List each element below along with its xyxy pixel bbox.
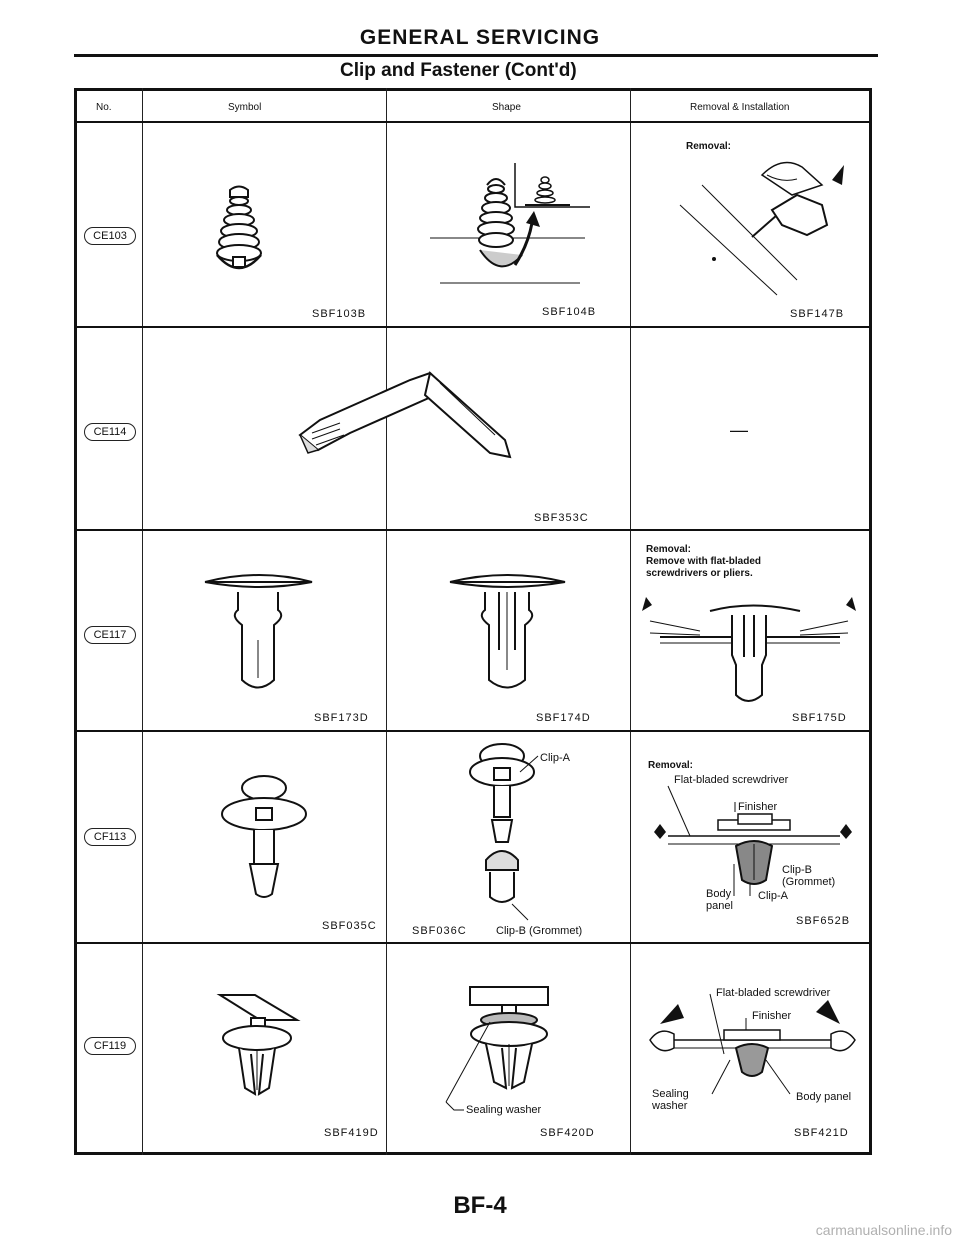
header-shape: Shape [492, 102, 521, 113]
symbol-cf119-drawing [216, 994, 301, 1096]
shape-ce117-drawing [449, 574, 566, 689]
symbol-code: SBF419D [324, 1127, 379, 1139]
removal-label-finisher: Finisher [752, 1010, 792, 1022]
page-number: BF-4 [453, 1192, 507, 1219]
shape-label-clip-a: Clip-A [540, 752, 570, 764]
shape-cf119-drawing [445, 986, 549, 1111]
row-divider-4 [74, 942, 872, 944]
removal-note: Remove with flat-bladed screwdrivers or … [646, 556, 762, 579]
removal-none: — [730, 420, 748, 440]
row-number-badge: CF113 [84, 828, 136, 846]
header-no: No. [96, 102, 112, 113]
removal-ce103-drawing [679, 161, 844, 296]
shape-code: SBF174D [536, 712, 591, 724]
removal-label-sealing: Sealing [652, 1088, 689, 1100]
removal-code: SBF421D [794, 1127, 849, 1139]
row-divider-1 [74, 326, 872, 328]
column-divider-2 [386, 88, 387, 1155]
removal-label-screwdriver: Flat-bladed screwdriver [674, 774, 789, 786]
shape-cf113-drawing [469, 743, 539, 921]
column-divider-1 [142, 88, 143, 1155]
shape-label-sealing-washer: Sealing washer [466, 1104, 542, 1116]
shape-ce103-drawing [430, 163, 590, 284]
symbol-code: SBF103B [312, 308, 367, 320]
removal-heading: Removal: [648, 760, 694, 771]
shape-code: SBF420D [540, 1127, 595, 1139]
column-divider-3 [630, 88, 631, 1155]
removal-label-screwdriver: Flat-bladed screwdriver [716, 987, 831, 999]
removal-cf113-drawing [654, 785, 852, 896]
removal-code: SBF175D [792, 712, 847, 724]
removal-label-body-panel: Body panel [796, 1091, 852, 1103]
symbol-code: SBF173D [314, 712, 369, 724]
row-number-badge: CE114 [84, 423, 136, 441]
removal-label-grommet: (Grommet) [782, 876, 836, 888]
removal-code: SBF147B [790, 308, 845, 320]
removal-label-washer: washer [652, 1100, 688, 1112]
header-symbol: Symbol [228, 102, 262, 113]
shape-label-clip-b: Clip-B (Grommet) [496, 925, 583, 937]
removal-cf119-drawing [649, 993, 856, 1095]
watermark-text[interactable]: carmanualsonline.info [815, 1222, 952, 1238]
row-number-badge: CE103 [84, 227, 136, 245]
section-title: GENERAL SERVICING [359, 26, 601, 49]
title-rule [74, 54, 878, 57]
removal-label-finisher: Finisher [738, 801, 778, 813]
symbol-ce103-drawing [216, 185, 262, 270]
row-number-badge: CF119 [84, 1037, 136, 1055]
row-divider-2 [74, 529, 872, 531]
shape-code: SBF353C [534, 512, 589, 524]
shape-code: SBF036C [412, 925, 467, 937]
header-removal-installation: Removal & Installation [690, 102, 790, 113]
removal-heading: Removal: [646, 544, 692, 555]
shape-ce114-drawing [298, 371, 512, 459]
page-subtitle: Clip and Fastener (Cont'd) [340, 60, 577, 81]
removal-label-clip-a: Clip-A [758, 890, 788, 902]
removal-label-body: Body [706, 888, 732, 900]
shape-code: SBF104B [542, 306, 597, 318]
table-frame [74, 88, 872, 1155]
removal-code: SBF652B [796, 915, 851, 927]
symbol-code: SBF035C [322, 920, 377, 932]
removal-heading: Removal: [686, 141, 732, 152]
removal-ce117-drawing [642, 597, 856, 702]
row-divider-3 [74, 730, 872, 732]
removal-label-panel: panel [706, 900, 733, 912]
removal-label-clip-b: Clip-B [782, 864, 812, 876]
symbol-ce117-drawing [204, 574, 313, 689]
row-number-badge: CE117 [84, 626, 136, 644]
symbol-cf113-drawing [221, 775, 307, 898]
header-divider [74, 121, 872, 123]
